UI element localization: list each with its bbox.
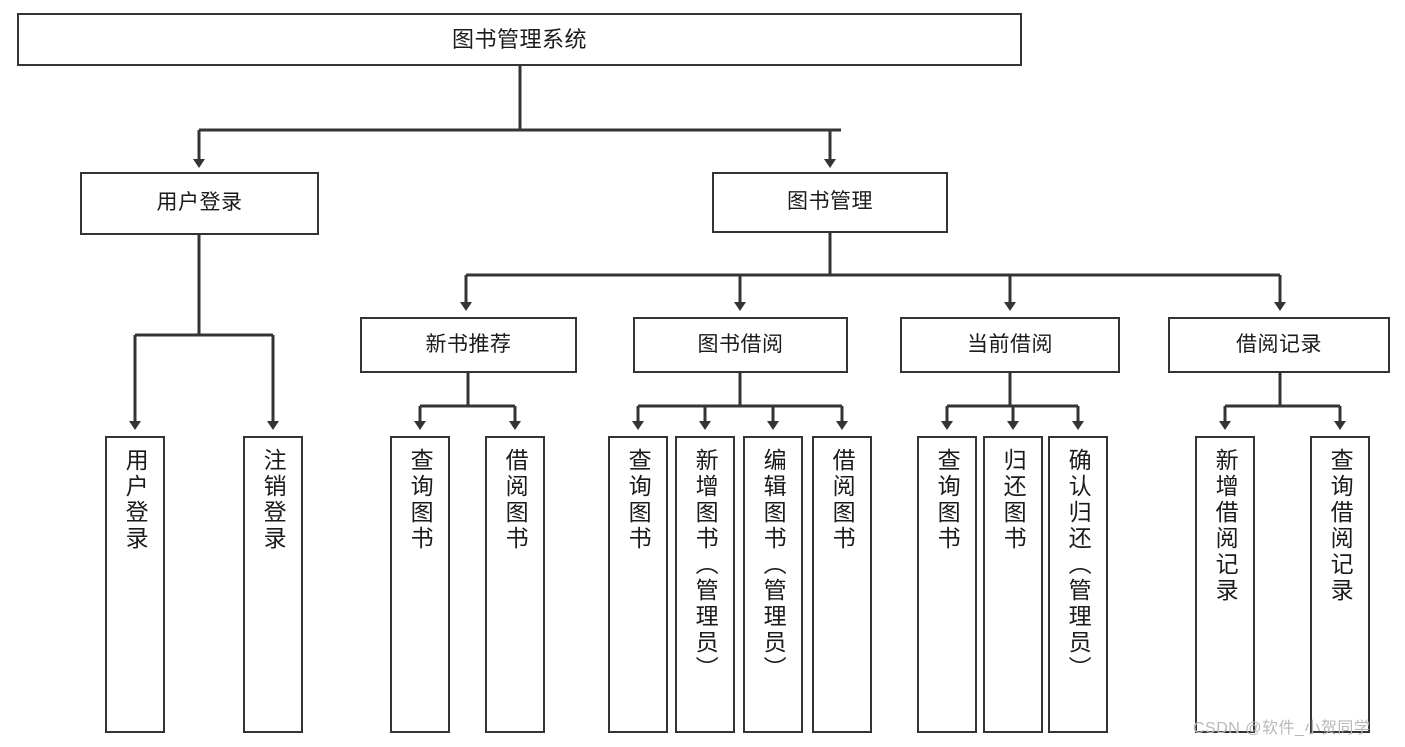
node-label: 新增借阅记录 (1212, 448, 1239, 604)
leaf-user-login[interactable]: 用户登录 (105, 436, 165, 733)
node-label: 新书推荐 (425, 332, 512, 356)
node-label: 新增图书（管理员） (692, 448, 719, 682)
node-book-management[interactable]: 图书管理 (712, 172, 948, 233)
node-label: 注销登录 (260, 448, 287, 552)
node-label: 用户登录 (122, 448, 149, 552)
node-borrow-record[interactable]: 借阅记录 (1168, 317, 1390, 373)
csdn-watermark: CSDN @软件_小贺同学 (1193, 720, 1371, 737)
leaf-return-book[interactable]: 归还图书 (983, 436, 1043, 733)
node-user-login[interactable]: 用户登录 (80, 172, 319, 235)
node-current-borrow[interactable]: 当前借阅 (900, 317, 1120, 373)
node-label: 借阅记录 (1236, 332, 1322, 356)
node-label: 确认归还（管理员） (1065, 448, 1092, 682)
node-label: 借阅图书 (502, 448, 529, 552)
leaf-confirm-return-admin[interactable]: 确认归还（管理员） (1048, 436, 1108, 733)
node-label: 查询图书 (407, 448, 434, 552)
leaf-borrow-book[interactable]: 借阅图书 (812, 436, 872, 733)
node-new-book-recommend[interactable]: 新书推荐 (360, 317, 577, 373)
node-label: 图书管理系统 (451, 26, 587, 52)
node-label: 编辑图书（管理员） (760, 448, 787, 682)
node-label: 查询图书 (625, 448, 652, 552)
leaf-borrow-book-recommend[interactable]: 借阅图书 (485, 436, 545, 733)
leaf-logout-login[interactable]: 注销登录 (243, 436, 303, 733)
node-label: 用户登录 (156, 191, 243, 215)
node-label: 借阅图书 (829, 448, 856, 552)
leaf-query-book-current[interactable]: 查询图书 (917, 436, 977, 733)
leaf-query-book-borrow[interactable]: 查询图书 (608, 436, 668, 733)
node-book-borrow[interactable]: 图书借阅 (633, 317, 848, 373)
node-root-book-management-system[interactable]: 图书管理系统 (17, 13, 1022, 66)
leaf-query-borrow-record[interactable]: 查询借阅记录 (1310, 436, 1370, 733)
node-label: 图书借阅 (697, 332, 784, 356)
node-label: 图书管理 (787, 190, 873, 214)
node-label: 归还图书 (1000, 448, 1027, 552)
leaf-add-borrow-record[interactable]: 新增借阅记录 (1195, 436, 1255, 733)
node-label: 查询图书 (934, 448, 961, 552)
leaf-edit-book-admin[interactable]: 编辑图书（管理员） (743, 436, 803, 733)
leaf-query-book-recommend[interactable]: 查询图书 (390, 436, 450, 733)
node-label: 当前借阅 (967, 332, 1053, 356)
leaf-add-book-admin[interactable]: 新增图书（管理员） (675, 436, 735, 733)
node-label: 查询借阅记录 (1327, 448, 1354, 604)
